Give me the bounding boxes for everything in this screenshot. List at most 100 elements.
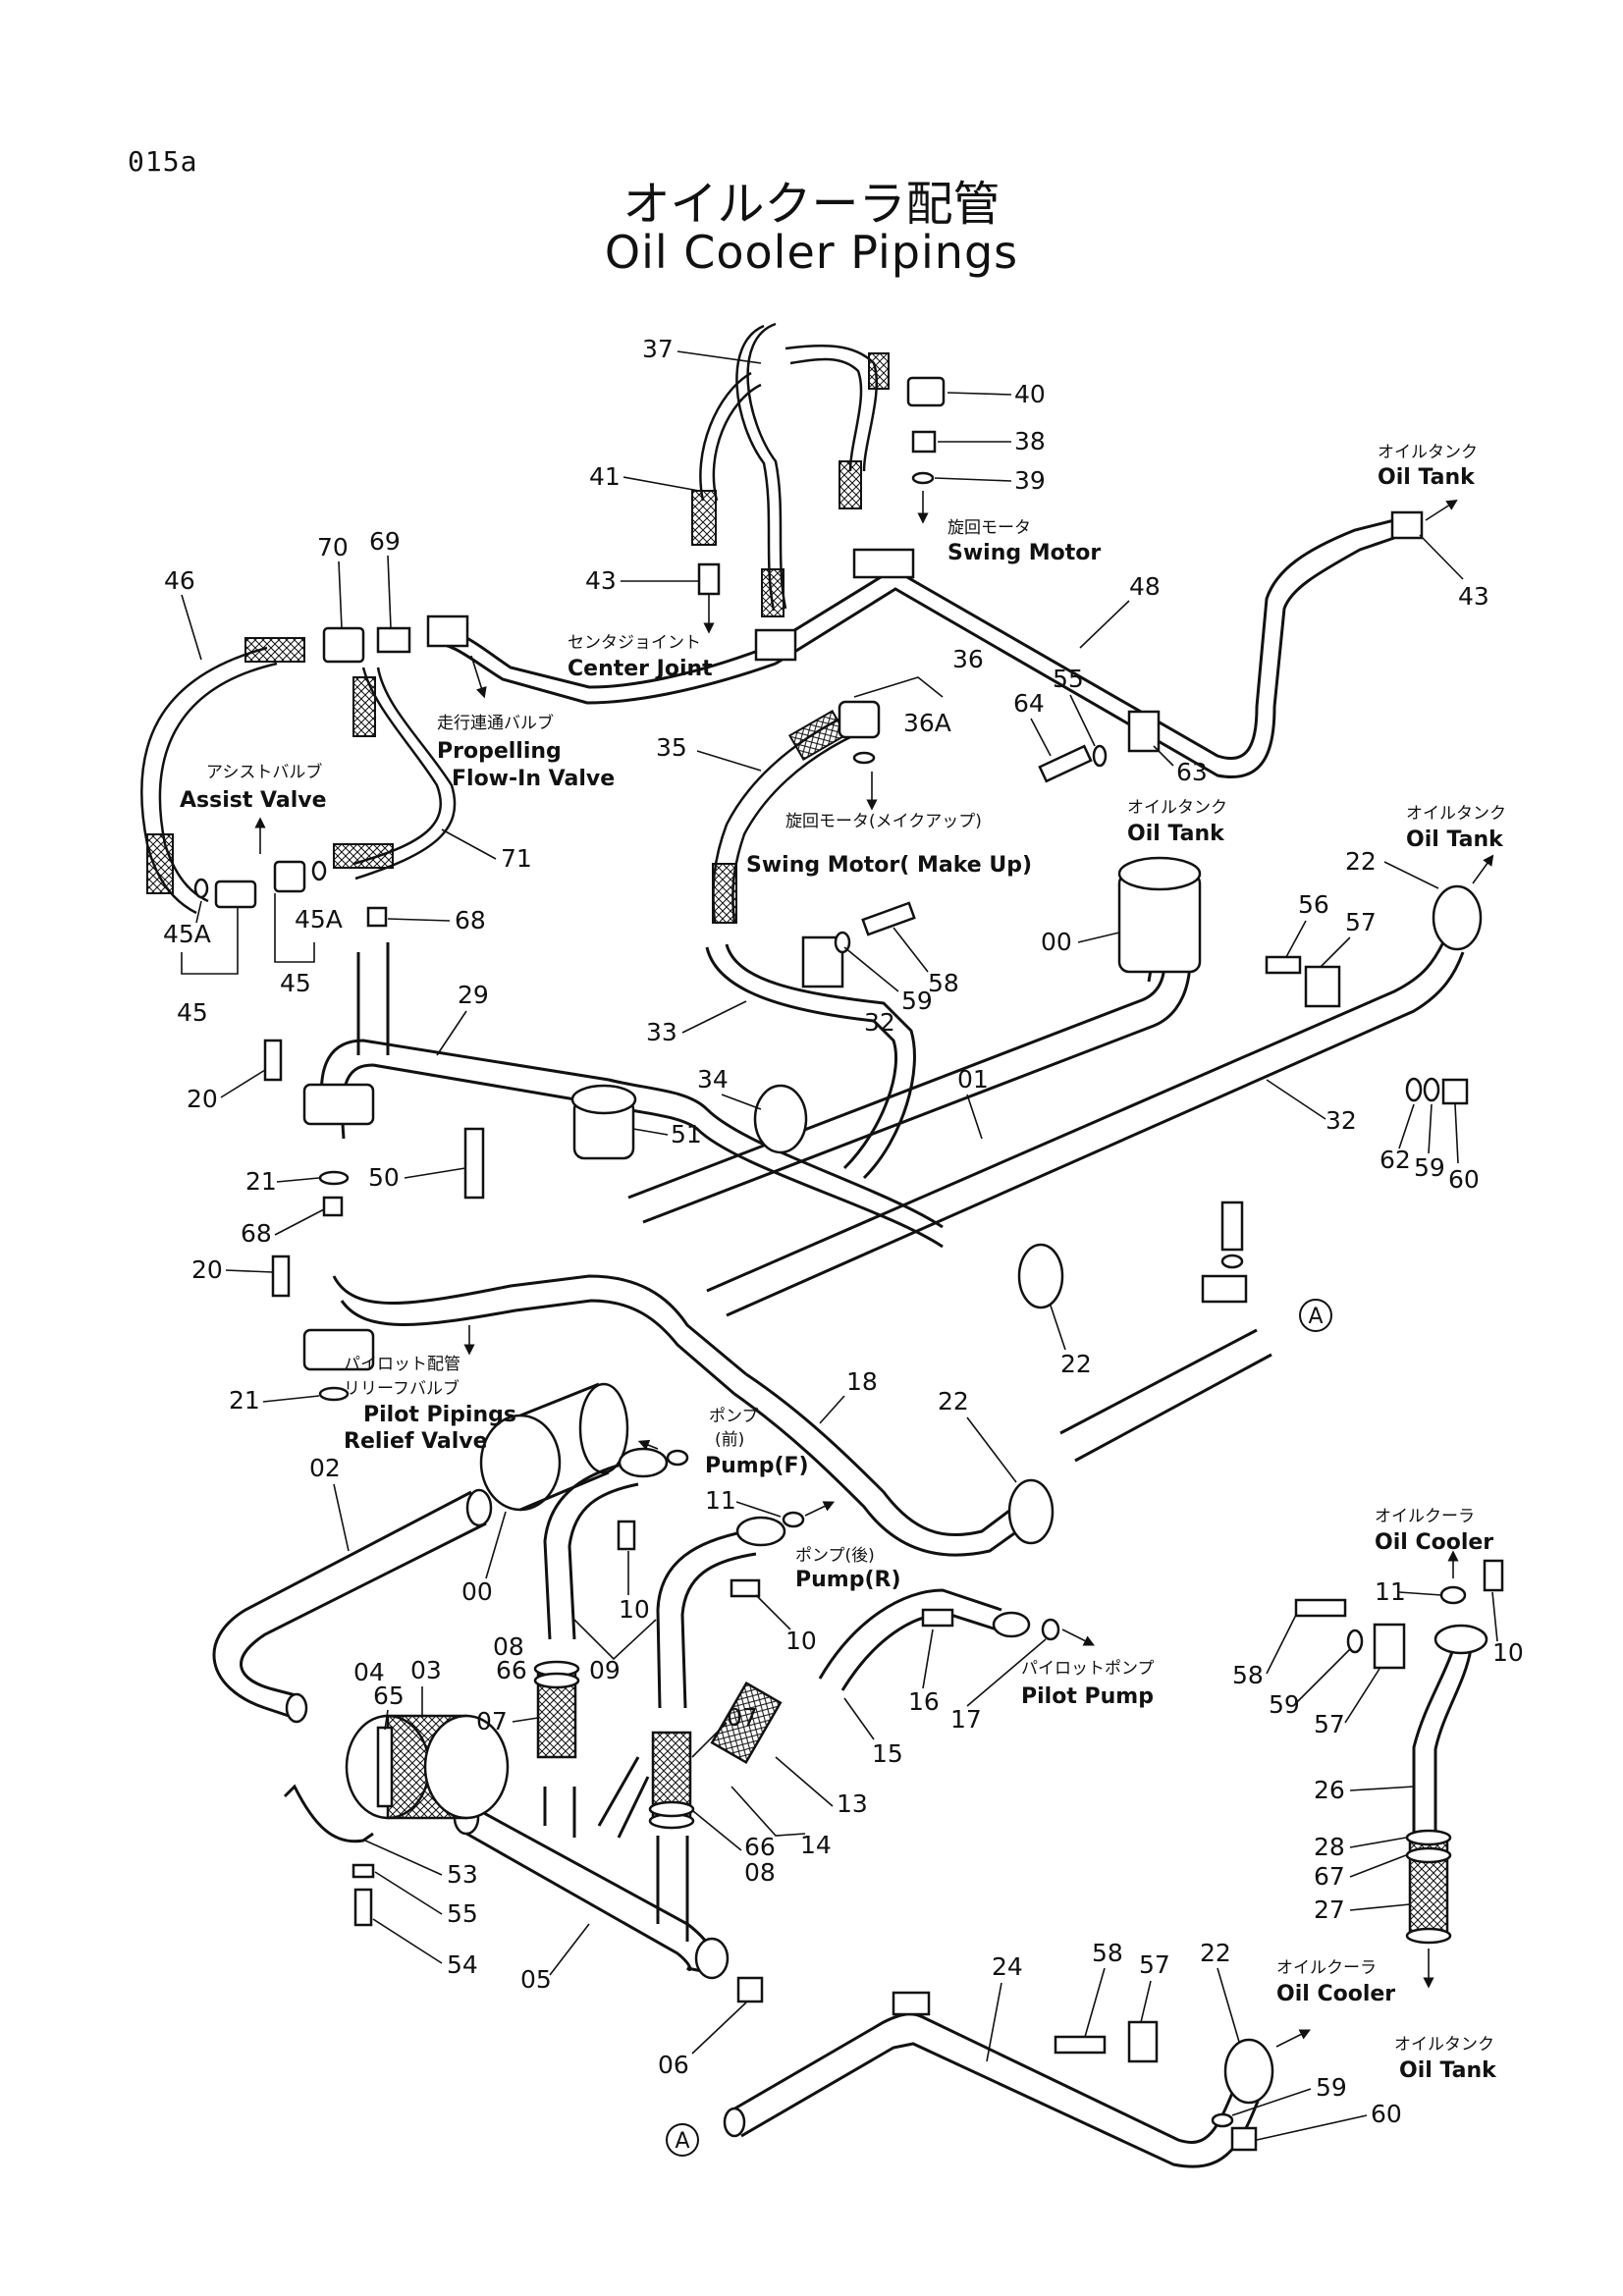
callout-65: 65 [373, 1682, 405, 1710]
plug-68-lower [322, 1196, 344, 1217]
pump-f-en: Pump(F) [705, 1454, 809, 1478]
callout-10-b: 10 [785, 1627, 817, 1655]
oil-cooler-lower-en: Oil Cooler [1276, 1982, 1395, 2006]
callout-45-left: 45 [177, 998, 208, 1027]
callout-36A: 36A [903, 709, 951, 737]
swing-motor-en: Swing Motor [947, 541, 1101, 565]
callout-05: 05 [520, 1965, 552, 1994]
callout-21-lower: 21 [229, 1386, 260, 1415]
elbow-36 [838, 700, 881, 739]
clamp-67 [1405, 1846, 1452, 1864]
callout-20-upper: 20 [187, 1085, 218, 1113]
oil-tank-right-en: Oil Tank [1406, 828, 1504, 852]
fitting-69 [376, 626, 411, 654]
center-joint-jp: センタジョイント [568, 633, 701, 653]
hose-37-b [784, 345, 879, 472]
flange-lower [302, 1328, 375, 1371]
bolt-20-lower [271, 1255, 291, 1298]
nut-60-upper [1441, 1078, 1469, 1105]
callout-29: 29 [458, 981, 489, 1009]
swing-motor-jp: 旋回モータ [947, 518, 1031, 538]
bolt-58-lower [1054, 2035, 1107, 2055]
pump-r-en: Pump(R) [795, 1568, 901, 1592]
oil-cooler-lower-jp: オイルクーラ [1276, 1958, 1377, 1978]
destination-labels: 旋回モータ Swing Motor センタジョイント Center Joint … [180, 443, 1506, 2083]
bolt-10-right [1483, 1559, 1504, 1592]
callout-43-upper: 43 [585, 566, 617, 595]
callout-22-mid: 22 [1060, 1350, 1092, 1378]
callout-68-upper: 68 [455, 906, 486, 934]
callout-66-upper: 66 [496, 1656, 527, 1684]
fitting-45-right [273, 860, 306, 893]
callout-71: 71 [501, 844, 532, 873]
callout-21-upper: 21 [245, 1167, 277, 1196]
oil-tank-top-jp: オイルタンク [1378, 443, 1478, 462]
bolt-16 [921, 1608, 954, 1628]
assist-valve-jp: アシストバルブ [206, 762, 322, 782]
hose-13 [710, 1681, 783, 1765]
coupling-22-lower [1223, 2038, 1274, 2105]
callout-48: 48 [1129, 572, 1161, 601]
callout-15: 15 [872, 1739, 903, 1768]
callout-09: 09 [589, 1656, 621, 1684]
callout-62: 62 [1380, 1146, 1411, 1174]
bracket-53 [283, 1784, 374, 1843]
callout-46: 46 [164, 566, 195, 595]
washer-55 [1092, 744, 1108, 768]
pilot-pump-jp: パイロットポンプ [1021, 1659, 1155, 1679]
washer-21-upper [318, 1170, 350, 1186]
washer-59-right [1423, 1077, 1440, 1102]
bolt-20-upper [263, 1039, 283, 1082]
coupling-34 [753, 1084, 808, 1154]
fitting-40 [906, 376, 946, 407]
clamp-66-a [533, 1672, 580, 1689]
callout-43-right: 43 [1458, 582, 1489, 611]
callout-53: 53 [447, 1860, 478, 1889]
callout-66-lower: 66 [744, 1833, 776, 1861]
callout-58-right: 58 [1232, 1661, 1264, 1689]
callout-35: 35 [656, 733, 687, 762]
center-joint-en: Center Joint [568, 657, 713, 681]
svg-text:A: A [675, 2129, 689, 2154]
pilot-pump-en: Pilot Pump [1021, 1684, 1154, 1709]
callout-69: 69 [369, 527, 401, 556]
lower-pipes: A [212, 1382, 1504, 2168]
callout-50: 50 [368, 1163, 400, 1192]
coupling-22-b [1017, 1243, 1064, 1309]
callout-54: 54 [447, 1950, 478, 1979]
bolt-58-upper [861, 901, 916, 936]
svg-text:A: A [1308, 1305, 1323, 1329]
clamp-57-right [1373, 1623, 1406, 1670]
callout-61: 32 [864, 1008, 895, 1037]
flange-pump-r [735, 1516, 786, 1547]
callout-55-lower: 55 [447, 1899, 478, 1928]
hose-09-b [656, 1529, 747, 1709]
oring-11-r [782, 1511, 805, 1528]
callout-59-lower: 59 [1316, 2073, 1347, 2102]
pump-f-jp: ポンプ [709, 1407, 759, 1426]
upper-hoses [140, 322, 1458, 924]
callout-14: 14 [800, 1831, 832, 1859]
callout-00-lower: 00 [461, 1577, 493, 1606]
callout-58-lower: 58 [1092, 1939, 1123, 1967]
plug-68-upper [366, 906, 388, 928]
callout-51: 51 [671, 1120, 702, 1148]
callout-33: 33 [646, 1018, 677, 1046]
washer-59-right-low [1346, 1629, 1364, 1654]
ref-A-lower [666, 2123, 699, 2157]
fitting-43-upper [697, 562, 721, 596]
callout-08-lower: 08 [744, 1858, 776, 1887]
clamp-28 [1405, 1829, 1452, 1846]
propelling-jp: 走行連通バルブ [437, 713, 554, 733]
callout-07-left: 07 [476, 1707, 508, 1735]
coupling-22-c [1432, 884, 1483, 951]
callout-59-upper: 59 [901, 987, 933, 1015]
callout-45-right: 45 [280, 969, 311, 997]
clamp-lower [892, 1991, 931, 2016]
callout-68-lower: 68 [241, 1219, 272, 1248]
hose-09 [543, 1461, 629, 1640]
callout-67: 67 [1314, 1862, 1345, 1891]
callout-41: 41 [589, 462, 621, 491]
callout-59-right-low: 59 [1269, 1690, 1300, 1719]
bolt-58-mid [1220, 1201, 1244, 1252]
